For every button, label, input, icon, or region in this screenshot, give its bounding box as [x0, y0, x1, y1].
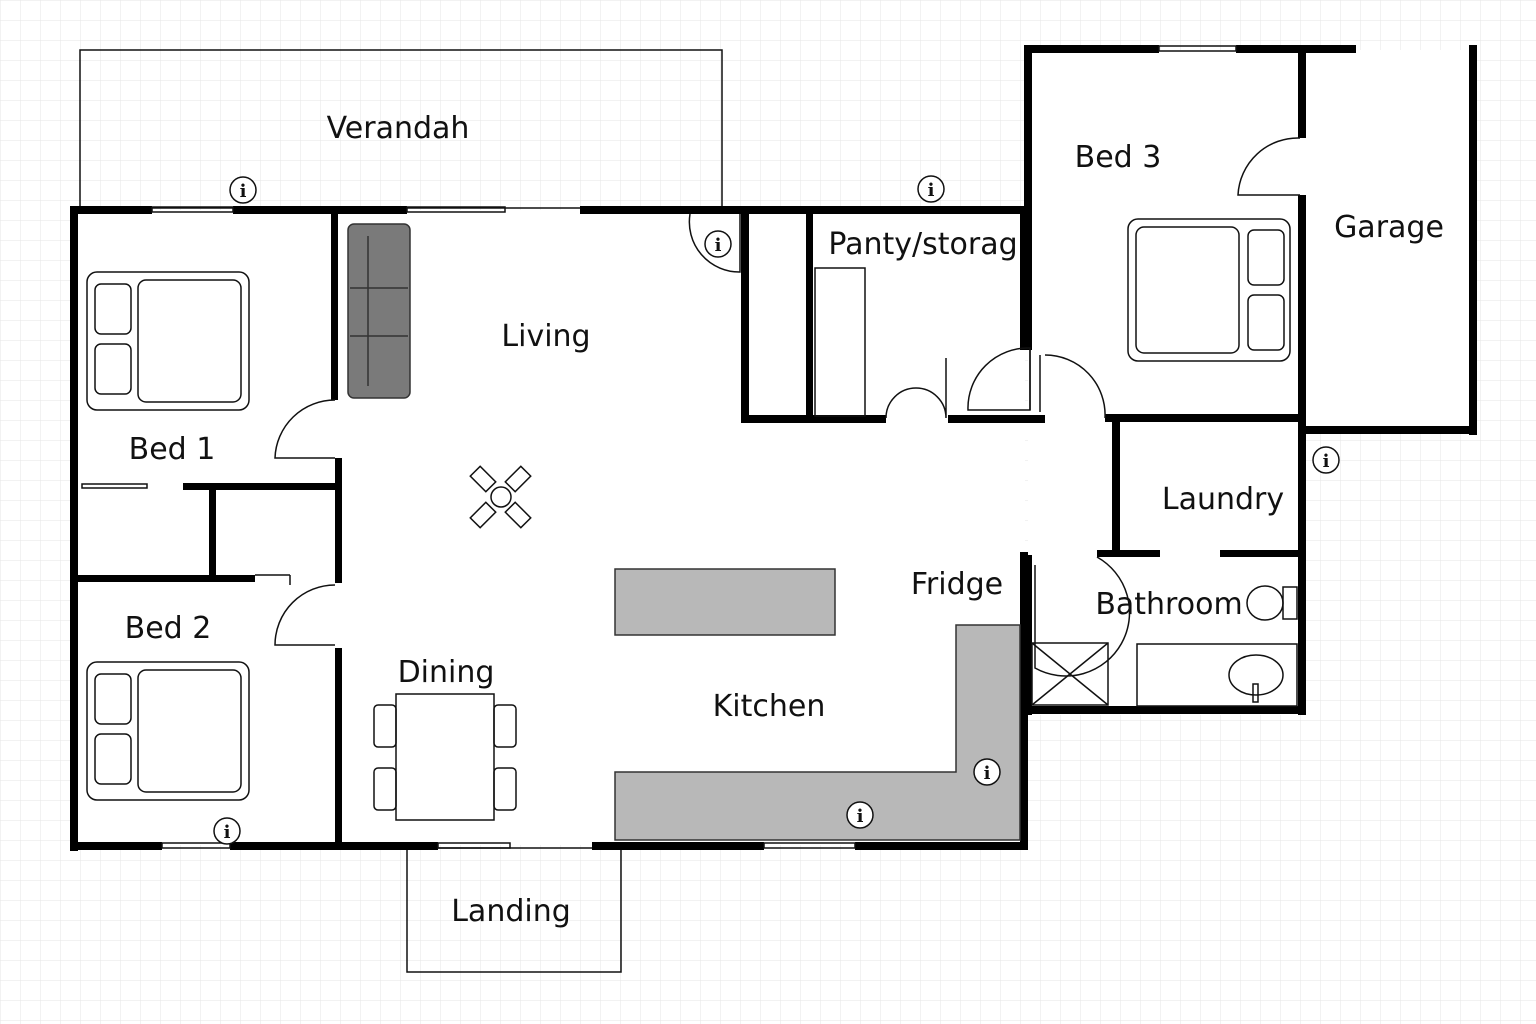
label-verandah: Verandah [327, 111, 470, 146]
walls [70, 45, 1477, 851]
doors [255, 137, 1301, 677]
info-icon[interactable]: i [917, 175, 945, 203]
kitchen-island [614, 568, 836, 636]
label-living: Living [501, 319, 590, 354]
info-glyph: i [1323, 451, 1330, 472]
info-icon[interactable]: i [973, 758, 1001, 786]
info-icon[interactable]: i [229, 176, 257, 204]
label-bed-1: Bed 1 [129, 432, 216, 467]
windows [81, 45, 1237, 849]
label-landing: Landing [451, 894, 571, 929]
label-dining: Dining [398, 655, 495, 690]
vanity [1136, 643, 1298, 707]
pantry-shelf [814, 267, 866, 417]
info-glyph: i [928, 180, 935, 201]
label-laundry: Laundry [1162, 482, 1284, 517]
info-icon[interactable]: i [846, 801, 874, 829]
kitchen-counter [614, 624, 1021, 841]
label-pantry: Panty/storag [828, 227, 1017, 262]
dining-table-icon [373, 693, 517, 821]
info-icon[interactable]: i [1312, 446, 1340, 474]
furniture [86, 218, 1298, 841]
label-fridge: Fridge [911, 567, 1003, 602]
landing-area [406, 847, 622, 973]
ceiling-fan-icon [469, 465, 532, 529]
info-markers: i i i i i i i [213, 175, 1340, 845]
info-glyph: i [224, 822, 231, 843]
info-icon[interactable]: i [213, 817, 241, 845]
info-icon[interactable]: i [704, 230, 732, 258]
info-glyph: i [857, 806, 864, 827]
sofa-icon [347, 223, 411, 399]
room-labels: Verandah Bed 1 Bed 2 Bed 3 Living Dining… [125, 111, 1444, 929]
info-glyph: i [240, 181, 247, 202]
bed-1-icon [86, 271, 250, 411]
label-kitchen: Kitchen [713, 689, 826, 724]
info-glyph: i [715, 235, 722, 256]
label-bed-3: Bed 3 [1075, 140, 1162, 175]
label-garage: Garage [1334, 210, 1444, 245]
shower-icon [1031, 642, 1109, 706]
info-glyph: i [984, 763, 991, 784]
sink-icon [1228, 654, 1284, 703]
label-bed-2: Bed 2 [125, 611, 212, 646]
bed-3-icon [1127, 218, 1291, 362]
bed-2-icon [86, 661, 250, 801]
label-bathroom: Bathroom [1095, 587, 1242, 622]
toilet-icon [1246, 585, 1298, 621]
